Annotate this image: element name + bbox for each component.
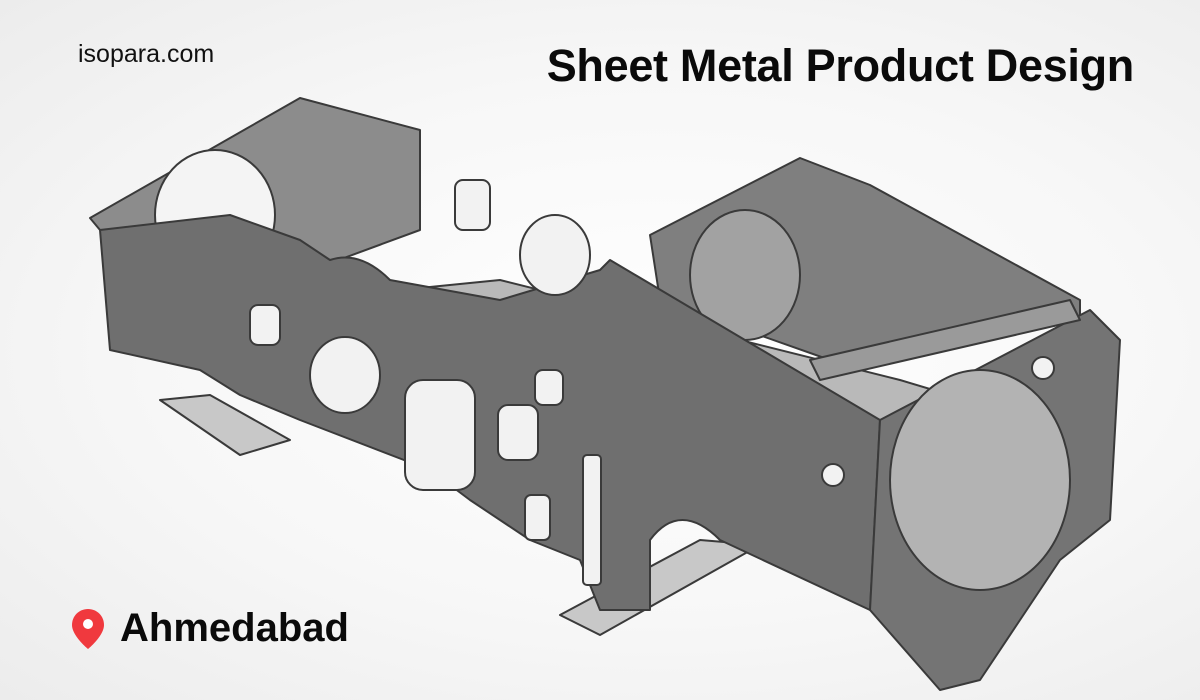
page-title: Sheet Metal Product Design bbox=[546, 40, 1135, 91]
site-url: isopara.com bbox=[78, 40, 215, 68]
location-label: Ahmedabad bbox=[120, 606, 349, 650]
map-pin-icon bbox=[72, 608, 104, 649]
main-side-panel bbox=[99, 214, 881, 611]
location: Ahmedabad bbox=[70, 606, 349, 651]
